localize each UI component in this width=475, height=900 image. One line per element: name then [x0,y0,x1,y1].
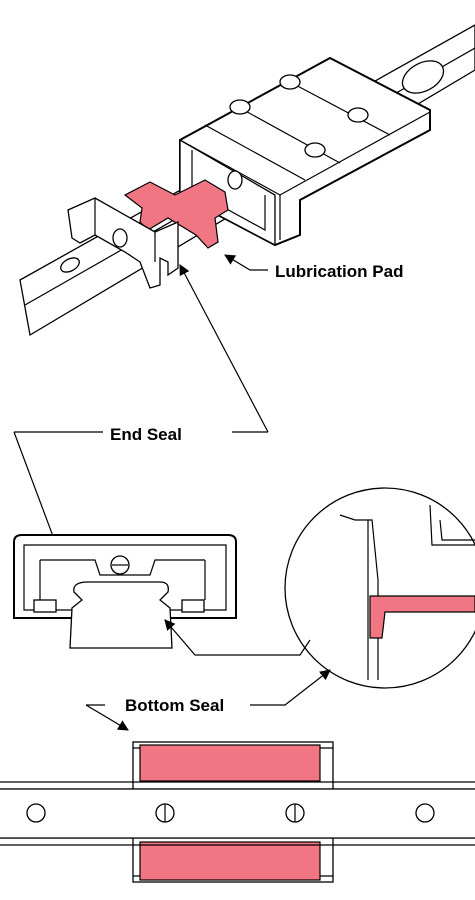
end-view [13,534,237,649]
top-view [0,741,475,883]
isometric-exploded-view [19,24,475,433]
label-lubrication-pad: Lubrication Pad [275,262,403,281]
end-seal-part [67,197,179,289]
label-bottom-seal: Bottom Seal [125,696,224,715]
label-end-seal: End Seal [110,425,182,444]
magnified-detail [284,487,475,689]
